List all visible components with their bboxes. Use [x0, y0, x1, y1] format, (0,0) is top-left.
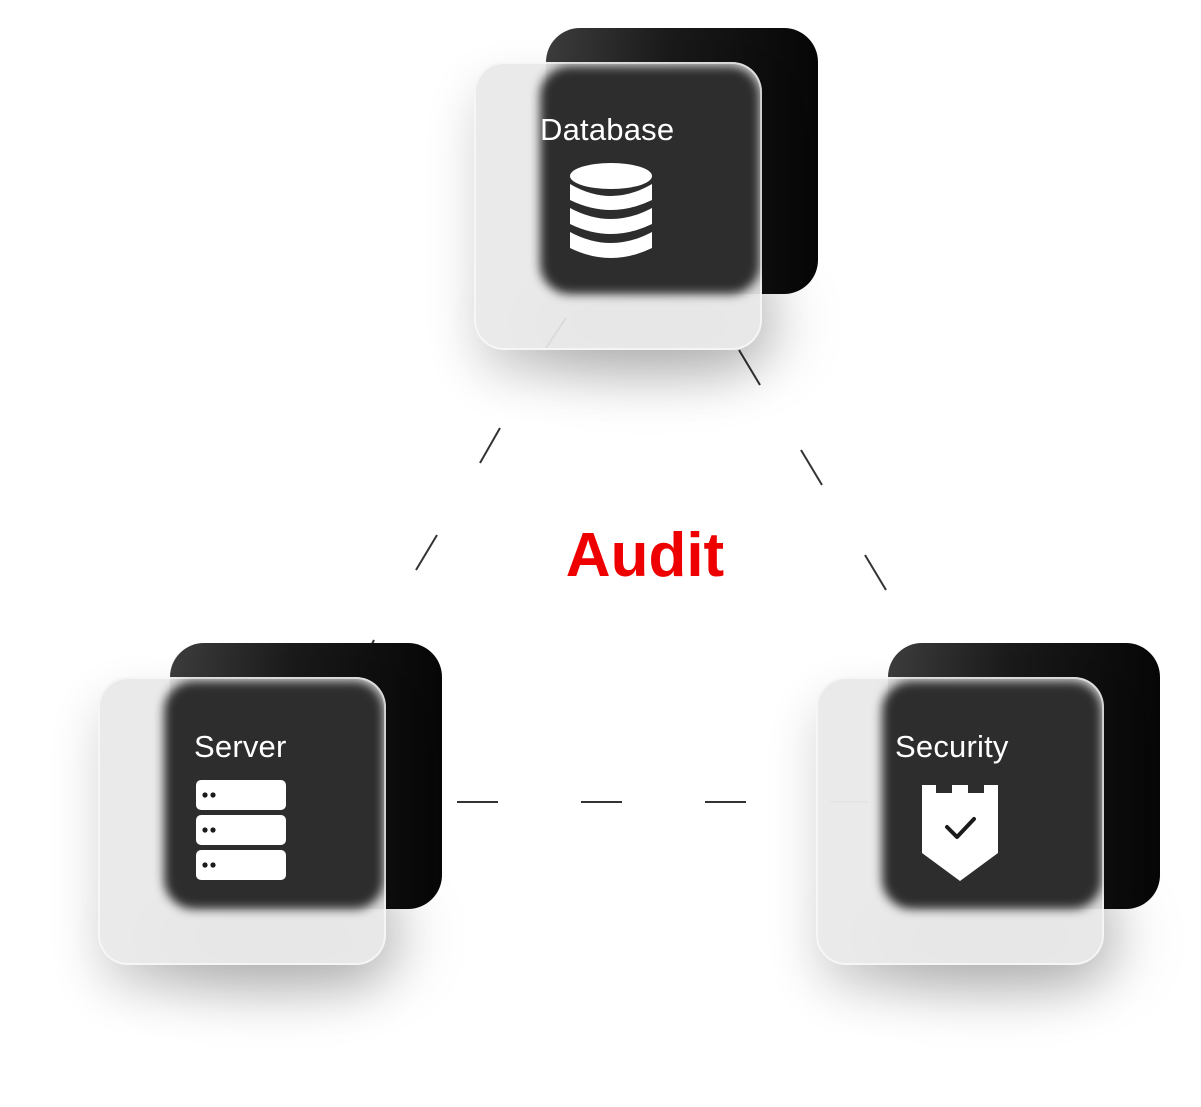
audit-title: Audit [565, 521, 725, 590]
security-glass-card [816, 677, 1104, 965]
connector-segment [864, 554, 887, 591]
security-node[interactable]: Security [816, 643, 1160, 983]
connector-segment [415, 534, 438, 571]
database-icon [570, 163, 652, 258]
connector-segment [479, 427, 501, 464]
connector-segment [800, 449, 823, 486]
server-rack-icon [196, 780, 286, 880]
server-label: Server [194, 729, 287, 764]
database-node[interactable]: Database [474, 28, 818, 368]
shield-check-icon [922, 785, 998, 881]
security-label: Security [895, 729, 1009, 764]
database-label: Database [540, 112, 675, 147]
connector-segment [738, 349, 761, 386]
server-node[interactable]: Server [98, 643, 442, 983]
